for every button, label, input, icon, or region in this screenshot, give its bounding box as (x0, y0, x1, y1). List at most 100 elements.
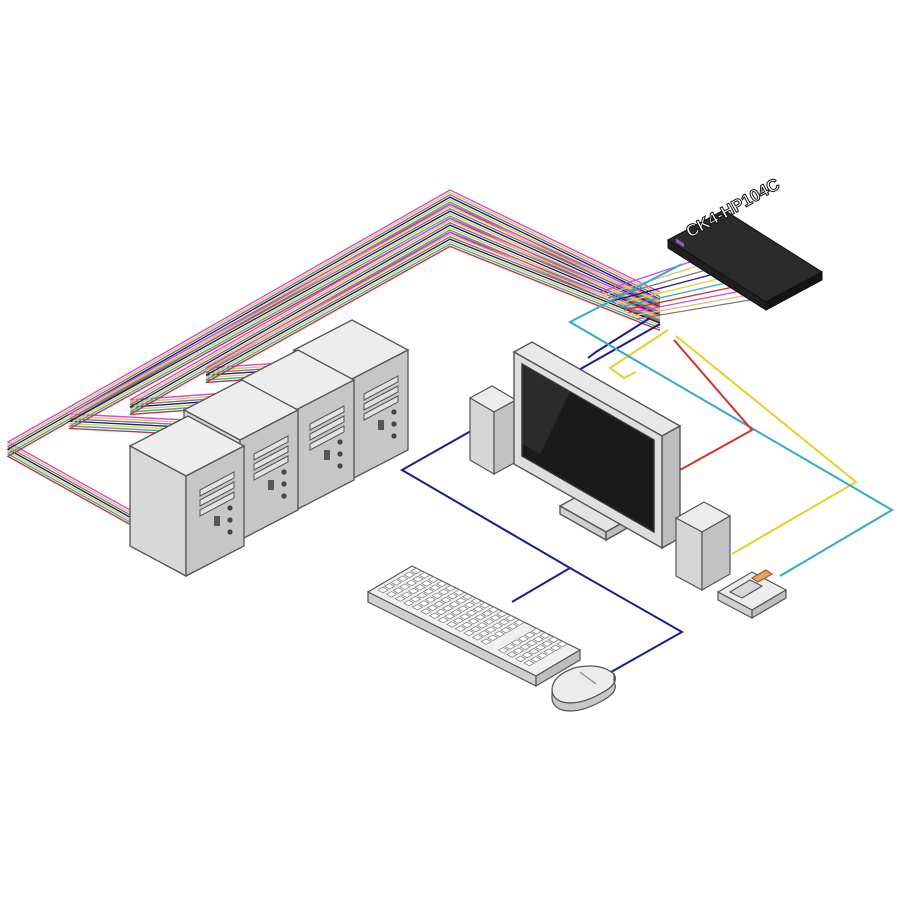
bundle-wire (205, 236, 661, 374)
key (399, 583, 411, 590)
key (418, 572, 431, 579)
key (506, 623, 519, 630)
bundle-wire (129, 219, 661, 404)
key (440, 596, 452, 604)
key (405, 579, 418, 587)
key (418, 600, 430, 607)
key (438, 588, 450, 596)
key (457, 605, 469, 612)
monitor (512, 341, 682, 550)
mouse-cable (569, 567, 685, 677)
computers (128, 319, 410, 578)
bundle-wire (205, 231, 661, 369)
key (390, 579, 402, 586)
kvm-switch: CK4-HP104C (667, 174, 823, 311)
key (476, 622, 488, 629)
bundle-wire (67, 217, 661, 436)
key (541, 640, 553, 647)
fan-wire (611, 273, 715, 302)
key (467, 617, 480, 625)
key (420, 608, 432, 615)
key (491, 622, 504, 630)
key (470, 597, 482, 605)
key (426, 604, 439, 611)
audio-speaker-cable (675, 335, 858, 555)
key (487, 606, 500, 613)
kvm-ports (676, 238, 684, 248)
key (513, 619, 525, 626)
bundle-wire (67, 208, 661, 426)
key (514, 655, 527, 663)
bundle-wire (67, 203, 661, 421)
bundle-wire (67, 210, 661, 428)
key (450, 609, 463, 616)
bundle-wire (6, 194, 661, 516)
keyboard (366, 565, 582, 688)
key (530, 627, 543, 635)
key (392, 587, 404, 594)
key (485, 626, 497, 633)
key (517, 635, 529, 643)
key (436, 580, 448, 588)
key (437, 616, 449, 624)
key (403, 571, 416, 579)
key (435, 608, 447, 616)
key (481, 610, 493, 617)
key (523, 659, 535, 667)
key (480, 638, 492, 645)
key (411, 603, 424, 611)
key (383, 582, 396, 590)
key (410, 567, 422, 575)
key (474, 614, 486, 621)
bundle-wire (67, 215, 661, 433)
key (512, 647, 525, 654)
fan-wire (615, 277, 723, 305)
bundle-wire (6, 196, 661, 518)
key (469, 625, 482, 633)
key (497, 646, 510, 654)
key (471, 634, 484, 641)
key (479, 602, 491, 609)
key (461, 621, 473, 629)
key (431, 592, 443, 600)
fan-wire (635, 297, 763, 320)
key (414, 583, 426, 591)
key (498, 618, 510, 626)
bundle-wire (67, 205, 661, 424)
key (444, 584, 457, 592)
key (463, 629, 475, 637)
key (433, 600, 445, 608)
key (483, 618, 495, 625)
key (493, 630, 506, 638)
key (427, 576, 439, 583)
key (407, 587, 420, 595)
bundle-wire (129, 226, 661, 411)
key (487, 634, 499, 642)
key (401, 591, 413, 599)
key (549, 644, 562, 652)
speaker-left (468, 385, 518, 476)
key (543, 648, 555, 655)
key (536, 652, 549, 659)
key (429, 584, 441, 591)
key (446, 593, 459, 600)
key (453, 589, 465, 596)
computer-cable-bundles (6, 189, 763, 526)
key (532, 636, 545, 643)
bundle-wire (129, 224, 661, 408)
key (412, 575, 424, 583)
key (506, 651, 518, 658)
key (504, 643, 516, 650)
speaker-right (674, 501, 732, 592)
key (556, 640, 568, 648)
key (478, 630, 490, 637)
key (416, 592, 428, 599)
key (530, 656, 542, 663)
key (444, 613, 456, 620)
key (394, 595, 406, 602)
key (461, 593, 474, 601)
key (526, 639, 538, 647)
key (528, 647, 540, 655)
audio-out-cable (608, 329, 669, 380)
key (446, 621, 458, 628)
